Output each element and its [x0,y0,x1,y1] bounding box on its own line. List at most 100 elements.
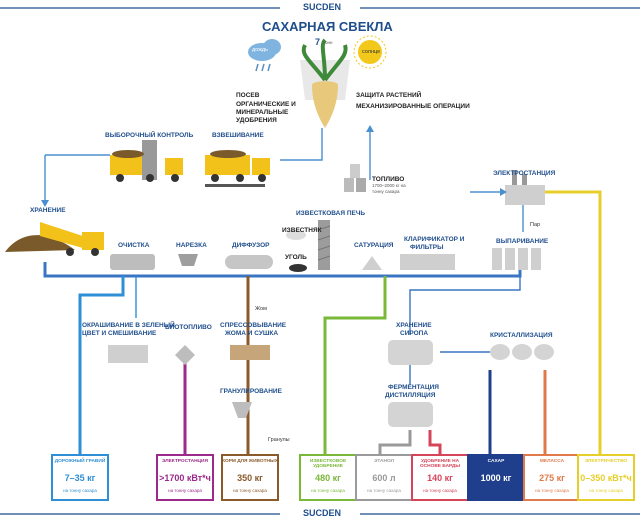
green-mixing-icon [108,345,148,363]
lime-kiln-icon [286,220,331,272]
output-value: 600 л [372,473,396,483]
green-label-1: ОКРАШИВАНИЕ В ЗЕЛЕНЫЙ [82,322,175,329]
output-box [221,454,279,501]
farm-left-3: МИНЕРАЛЬНЫЕ [236,109,289,116]
output-box [411,454,469,501]
clarifier-label-1: КЛАРИФИКАТОР И [404,236,465,243]
output-value: 1000 кг [480,473,512,483]
output-title: ЭТАНОЛ [374,459,394,464]
evaporation-label: ВЫПАРИВАНИЕ [496,238,549,245]
farm-right-1: ЗАЩИТА РАСТЕНИЙ [356,92,422,99]
temp-value: 7 [315,37,321,47]
pulp-press-icon [230,345,270,360]
truck-scale-icon [205,150,270,187]
press-label-2: ЖОМА И СУШКА [225,330,279,337]
truck-icon [110,140,183,182]
farm-right-2: МЕХАНИЗИРОВАННЫЕ ОПЕРАЦИИ [356,103,470,110]
sun-icon [353,35,387,69]
cutting-equipment-icon [178,254,198,266]
green-label-2: ЦВЕТ И СМЕШИВАНИЕ [82,330,157,337]
output-note: на тонну сахара [168,488,202,493]
crystal-label: КРИСТАЛЛИЗАЦИЯ [490,332,553,339]
fermentation-tank-icon [388,402,433,427]
sugar-beet-icon [300,38,350,128]
crystallizer-icon [490,344,554,360]
output-value: 0–350 кВт*ч [580,473,632,483]
output-box [523,454,581,501]
top-brand: SUCDEN [303,2,342,12]
storage-label: ХРАНЕНИЕ [30,207,66,214]
cleaning-label: ОЧИСТКА [118,242,150,249]
farm-left-4: УДОБРЕНИЯ [236,117,277,124]
pulp-label: Жом [255,306,267,312]
granules-label: Гранулы [268,437,290,443]
fuel-label: ТОПЛИВО [372,176,405,183]
weighing-label: ВЗВЕШИВАНИЕ [212,132,264,139]
output-value: >1700 кВт*ч [159,473,211,483]
biofuel-icon [175,345,195,365]
main-process-line [43,262,522,278]
ferm-label-2: ДИСТИЛЛЯЦИЯ [385,392,436,399]
output-value: 7–35 кг [64,473,96,483]
bottom-brand: SUCDEN [303,508,342,518]
farm-left-1: ПОСЕВ [236,92,260,99]
steam-label: Пар [530,222,541,228]
temp-unit: тонн [323,40,333,45]
output-box [51,454,109,501]
syrup-label-1: ХРАНЕНИЕ [396,322,432,329]
fuel-note-2: тонну сахара [372,189,400,194]
output-note: на тонну сахара [311,488,345,493]
evaporation-icon [492,248,541,270]
cutting-label: НАРЕЗКА [176,242,207,249]
output-title: ЭЛЕКТРИЧЕСТВО [584,459,628,464]
clarifier-filters-icon [400,254,455,270]
output-note: на тонну сахара [63,488,97,493]
output-title: ЭЛЕКТРОСТАНЦИЯ [162,459,208,464]
output-title: МЕЛАССА [539,459,565,464]
power-station-label: ЭЛЕКТРОСТАНЦИЯ [493,170,556,177]
output-value: 350 кг [237,473,263,483]
output-note: на тонну сахара [233,488,267,493]
saturation-icon [362,256,382,270]
lime-kiln-label: ИЗВЕСТКОВАЯ ПЕЧЬ [296,210,366,217]
output-title: КОРМ ДЛЯ ЖИВОТНЫХ [222,459,278,464]
output-value: 140 кг [427,473,453,483]
cleaning-equipment-icon [110,254,155,270]
diffuser-label: ДИФФУЗОР [232,242,270,249]
diffuser-icon [225,255,273,269]
rain-label: дождь [252,47,268,53]
power-station-icon [470,170,602,455]
granul-label: ГРАНУЛИРОВАНИЕ [220,388,282,395]
output-box [156,454,214,501]
biofuel-label: БИОТОПЛИВО [165,324,212,331]
page-title: САХАРНАЯ СВЕКЛА [262,19,393,34]
output-note: на тонну сахара [589,488,623,493]
output-note: на тонну сахара [535,488,569,493]
farm-left-2: ОРГАНИЧЕСКИЕ И [236,101,296,108]
fuel-note-1: 1700–2000 кг на [372,183,406,188]
output-note: на тонну сахара [367,488,401,493]
syrup-tank-icon [388,340,433,365]
output-value: 275 кг [539,473,565,483]
sun-label: солнце [362,49,381,55]
limestone-label: ИЗВЕСТНЯК [282,227,322,234]
syrup-label-2: СИРОПА [400,330,429,337]
output-title: ИЗВЕСТКОВОЕ УДОБРЕНИЕ [309,459,347,470]
saturation-label: САТУРАЦИЯ [354,242,394,249]
output-title: САХАР [487,459,505,464]
fuel-barrels-icon [344,164,366,192]
clarifier-label-2: ФИЛЬТРЫ [410,244,444,251]
rain-cloud-icon [248,39,281,72]
selection-label: ВЫБОРОЧНЫЙ КОНТРОЛЬ [105,132,194,139]
output-value: 480 кг [315,473,341,483]
output-box [577,454,635,501]
coal-label: УГОЛЬ [285,254,307,261]
ferm-label-1: ФЕРМЕНТАЦИЯ [388,384,439,391]
top-brand-bar [0,0,640,14]
output-title: ДОРОЖНЫЙ ГРАВИЙ [54,459,106,464]
granulator-icon [232,402,252,418]
output-note: на тонну сахара [423,488,457,493]
storage-pile-icon [5,222,104,256]
